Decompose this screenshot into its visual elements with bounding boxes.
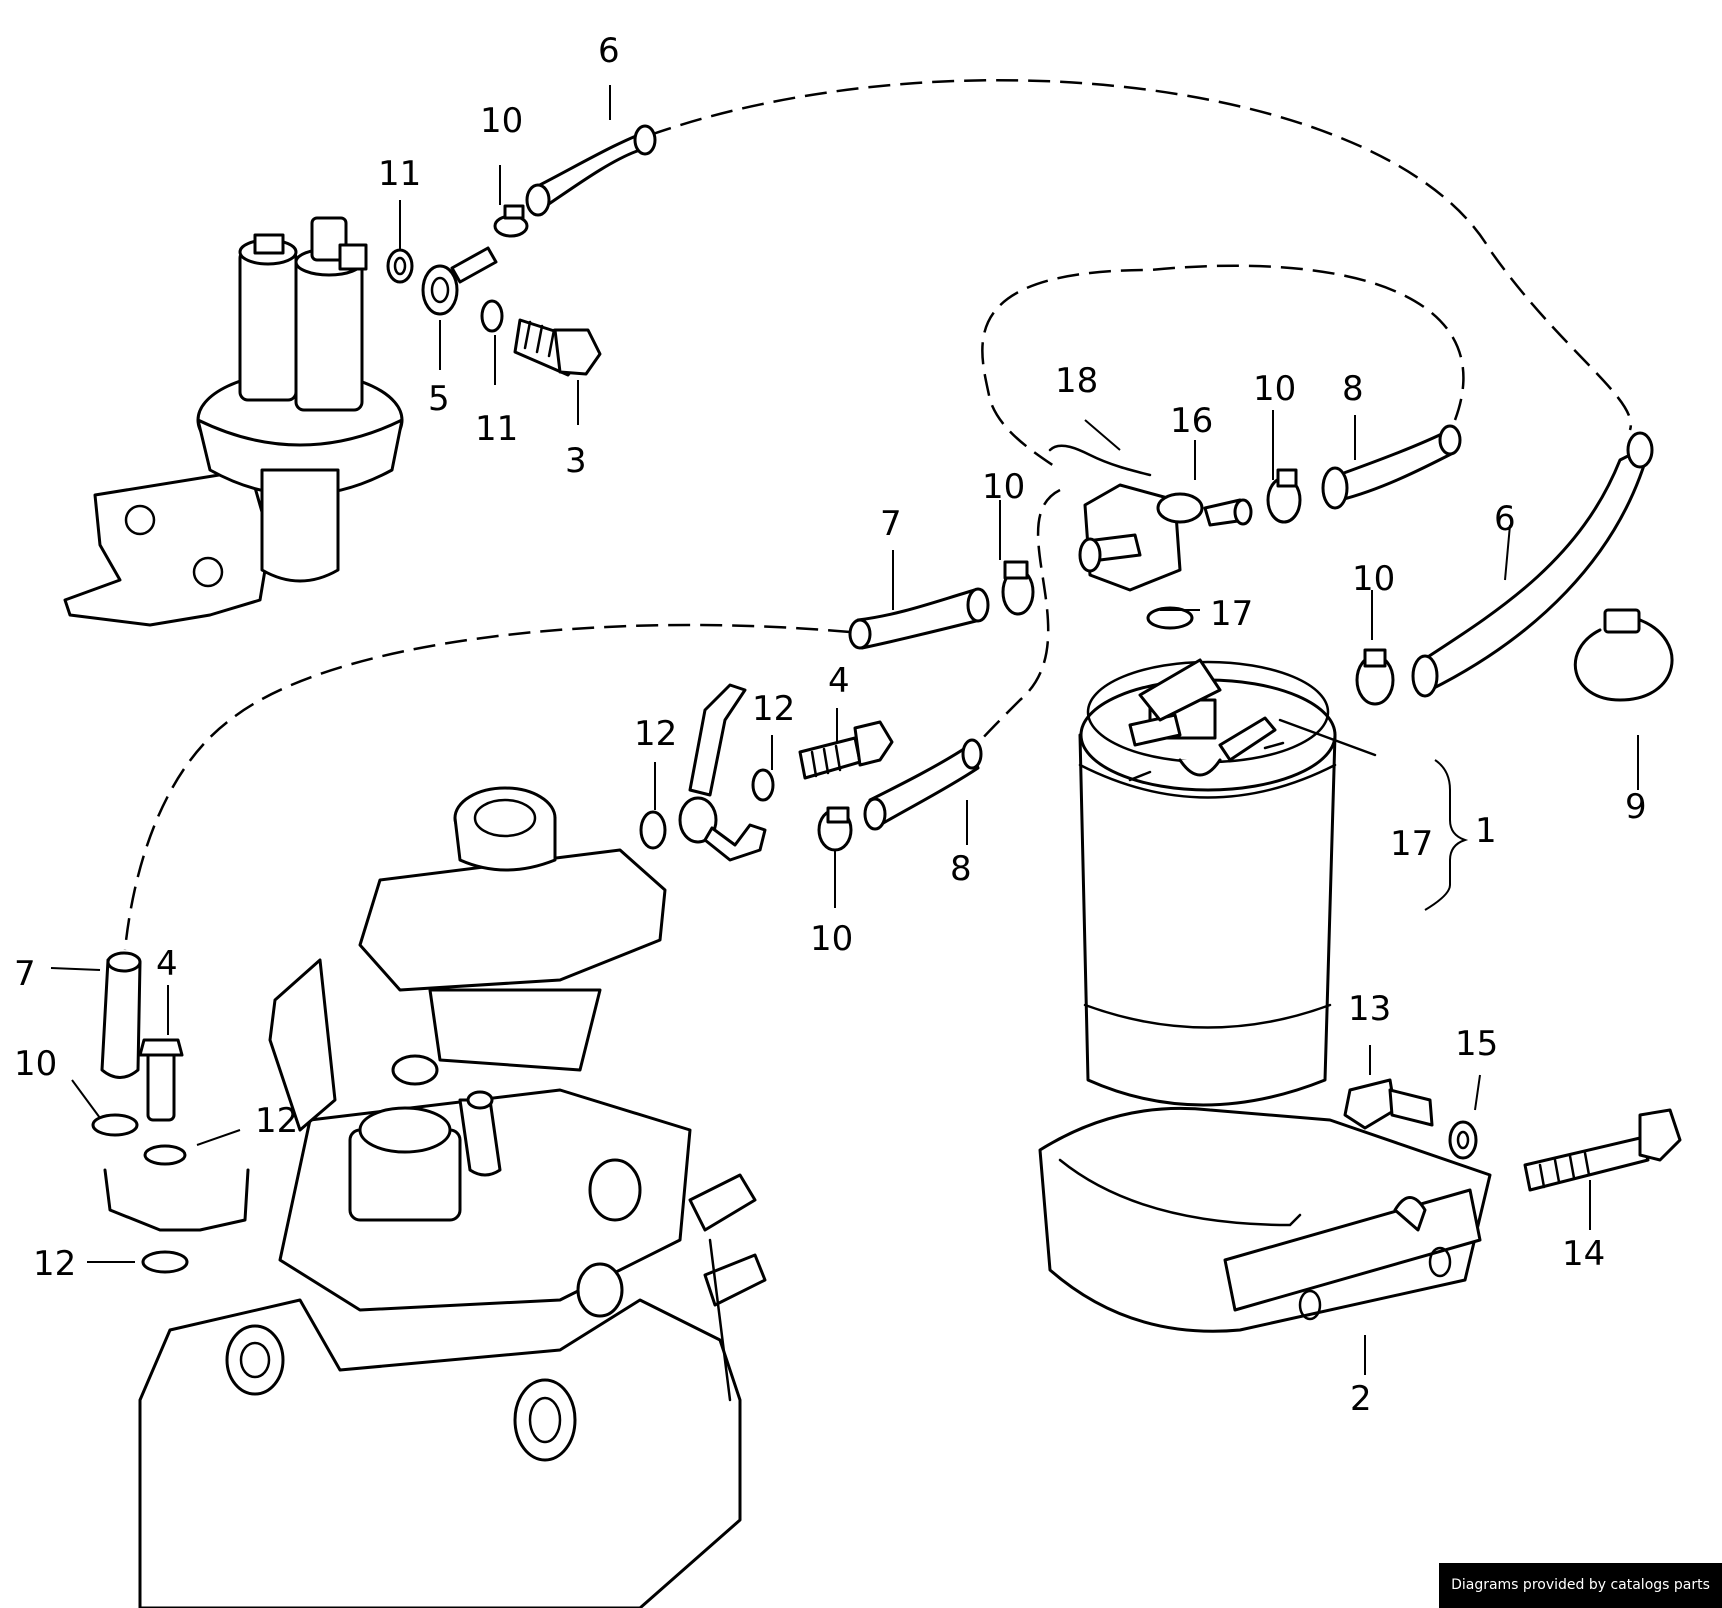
hose-8-upper: [1266, 424, 1462, 524]
callout-8-top: 8: [1342, 369, 1364, 409]
callout-11-bottom: 11: [475, 409, 518, 449]
callout-10-left: 10: [14, 1044, 57, 1084]
callout-8-bottom: 8: [950, 849, 972, 889]
mechanical-fuel-pump: [63, 216, 404, 627]
callout-15: 15: [1455, 1024, 1498, 1064]
filter-bracket: [1038, 1106, 1492, 1333]
hose-6-right: [1355, 431, 1674, 706]
callout-12-mid-right: 12: [752, 689, 795, 729]
callout-4-left: 4: [156, 944, 178, 984]
callout-10-lower-mid: 10: [810, 919, 853, 959]
callout-3: 3: [565, 441, 587, 481]
hose-6-upper: [493, 124, 657, 238]
callout-10-mid: 10: [982, 467, 1025, 507]
callout-4-mid: 4: [828, 661, 850, 701]
callout-7-left: 7: [14, 954, 36, 994]
callout-labels: 6 10 11 5 11 3 18 16 10 8 10 7 6 10 17 4…: [14, 31, 1647, 1419]
callout-16: 16: [1170, 401, 1213, 441]
hose-7-middle: [848, 560, 1035, 650]
callout-12-mid-left: 12: [634, 714, 677, 754]
pump-outlet-fittings: [386, 246, 602, 377]
callout-5: 5: [428, 379, 450, 419]
callout-10-right: 10: [1352, 559, 1395, 599]
callout-leaders: [50, 85, 1639, 1375]
fuel-filter-canister: [1078, 658, 1377, 1179]
callout-6-right: 6: [1494, 499, 1516, 539]
callout-12-left-lower: 12: [33, 1244, 76, 1284]
injection-pump-body: [138, 786, 767, 1608]
callout-13: 13: [1348, 989, 1391, 1029]
callout-12-left-upper: 12: [255, 1101, 298, 1141]
callout-17-bottom: 17: [1390, 824, 1433, 864]
callout-7-mid: 7: [880, 504, 902, 544]
callout-2: 2: [1350, 1379, 1372, 1419]
filter-head-valve: [1048, 444, 1253, 630]
callout-6-top: 6: [598, 31, 620, 71]
hose-8-lower: [817, 738, 983, 852]
callout-11-top: 11: [378, 154, 421, 194]
return-banjo-fittings: [639, 683, 894, 862]
bracket-fasteners: [1343, 1078, 1682, 1192]
callout-17-top: 17: [1210, 594, 1253, 634]
callout-10-head: 10: [1253, 369, 1296, 409]
callout-10-top: 10: [480, 101, 523, 141]
callout-14: 14: [1562, 1234, 1605, 1274]
callout-18: 18: [1055, 361, 1098, 401]
injection-pump-return-fittings: [91, 951, 250, 1274]
diagram-credit-badge: Diagrams provided by catalogs parts: [1439, 1563, 1722, 1608]
dashed-fuel-lines: [123, 78, 1633, 951]
callout-9: 9: [1625, 787, 1647, 827]
callout-1: 1: [1475, 811, 1497, 851]
